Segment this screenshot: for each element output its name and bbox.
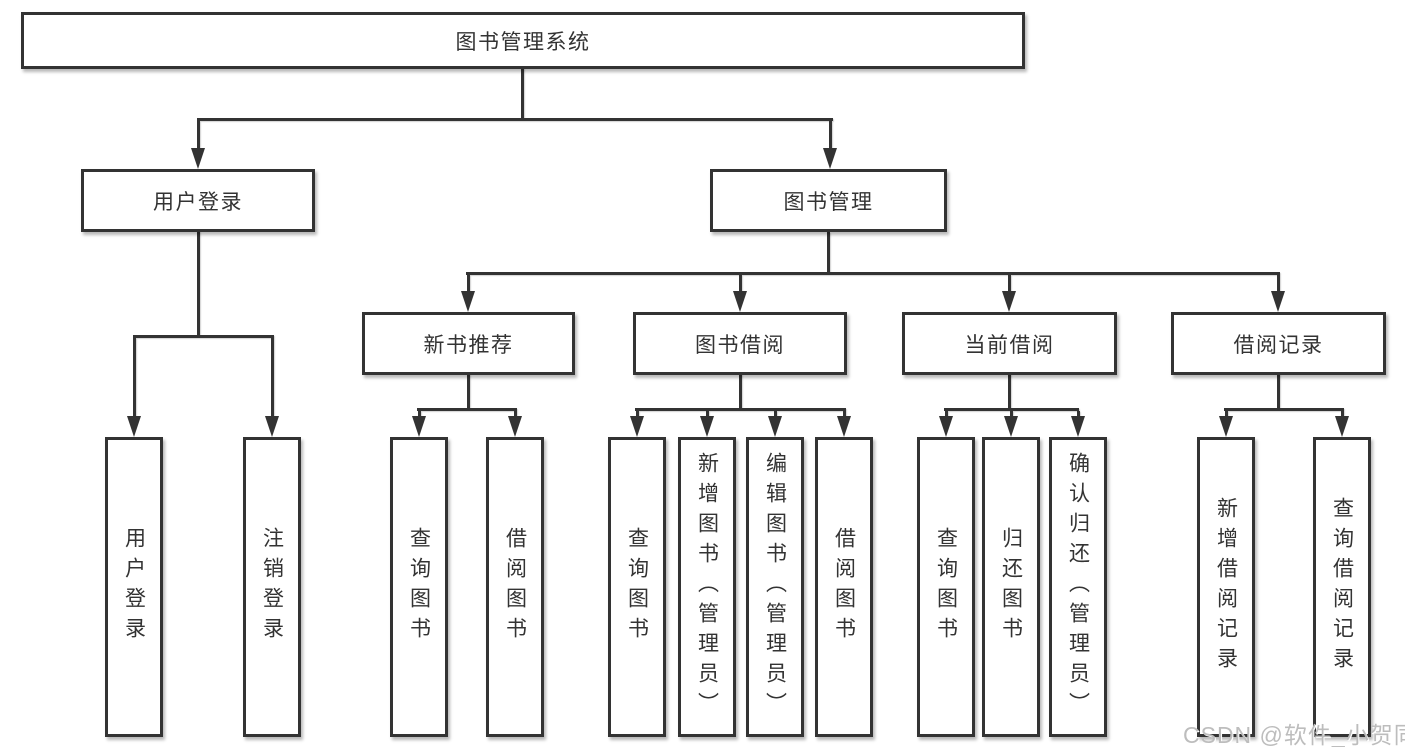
connector-line-h [944,408,1079,411]
connector-line-v [197,231,200,335]
connector-line-v [945,411,948,419]
connector-line-v [467,275,470,292]
node-label: 用户登录 [153,190,243,214]
connector-line-v [133,338,136,416]
node-book-management: 图书管理 [710,169,947,232]
connector-line-v [827,232,830,272]
connector-line-v [521,68,524,118]
arrow-down-icon [837,416,851,437]
arrow-down-icon [508,416,522,437]
arrow-down-icon [461,291,475,312]
node-leaf-query-borrow-record: 查询借阅记录 [1313,437,1371,737]
connector-line-h [635,408,846,411]
node-current-borrowing: 当前借阅 [902,312,1117,375]
node-label: 用户登录 [122,527,146,647]
arrow-down-icon [700,416,714,437]
connector-line-v [774,411,777,419]
connector-line-v [829,121,832,149]
node-label: 编辑图书（管理员） [763,452,787,722]
connector-line-v [739,374,742,408]
arrow-down-icon [630,416,644,437]
node-leaf-confirm-return-admin: 确认归还（管理员） [1049,437,1107,737]
csdn-watermark: CSDN @软件_小贺同学 [1183,722,1405,747]
arrow-down-icon [127,416,141,437]
node-label: 确认归还（管理员） [1066,452,1090,722]
node-label: 图书管理系统 [455,30,591,54]
connector-line-h [417,408,517,411]
node-leaf-borrow-books: 借阅图书 [815,437,873,737]
node-borrowing-records: 借阅记录 [1171,312,1386,375]
arrow-down-icon [823,148,837,169]
node-label: 借阅记录 [1233,333,1324,357]
node-leaf-query-books-recommend: 查询图书 [390,437,448,737]
node-leaf-borrow-books-recommend: 借阅图书 [486,437,544,737]
connector-line-v [636,411,639,419]
connector-line-h [133,335,274,338]
node-label: 查询图书 [407,527,431,647]
connector-line-v [843,411,846,419]
node-label: 新增图书（管理员） [695,452,719,722]
arrow-down-icon [939,416,953,437]
connector-line-v [1277,374,1280,408]
node-leaf-edit-book-admin: 编辑图书（管理员） [746,437,804,737]
node-leaf-query-books-borrowing: 查询图书 [608,437,666,737]
arrow-down-icon [1071,416,1085,437]
arrow-down-icon [1271,291,1285,312]
connector-line-v [197,121,200,149]
connector-line-v [271,338,274,416]
connector-line-h [1224,408,1344,411]
node-leaf-user-login: 用户登录 [105,437,163,737]
node-leaf-logout: 注销登录 [243,437,301,737]
connector-line-v [739,275,742,292]
connector-line-h [197,118,833,121]
node-leaf-query-books-current: 查询图书 [917,437,975,737]
node-leaf-add-borrow-record: 新增借阅记录 [1197,437,1255,737]
node-leaf-add-book-admin: 新增图书（管理员） [678,437,736,737]
node-label: 查询图书 [625,527,649,647]
arrow-down-icon [412,416,426,437]
node-library-management-system: 图书管理系统 [21,12,1025,69]
connector-line-v [514,411,517,419]
node-label: 归还图书 [999,527,1023,647]
connector-line-v [1341,411,1344,419]
connector-line-v [467,374,470,408]
node-label: 注销登录 [260,527,284,647]
node-label: 查询借阅记录 [1330,497,1354,677]
node-label: 图书借阅 [695,333,785,357]
arrow-down-icon [1219,416,1233,437]
node-label: 新书推荐 [423,333,514,357]
node-leaf-return-book: 归还图书 [982,437,1040,737]
connector-line-v [1010,411,1013,419]
arrow-down-icon [733,291,747,312]
arrow-down-icon [1002,291,1016,312]
node-new-book-recommendation: 新书推荐 [362,312,575,375]
node-label: 借阅图书 [503,527,527,647]
node-label: 新增借阅记录 [1214,497,1238,677]
arrow-down-icon [1335,416,1349,437]
node-label: 图书管理 [783,190,874,214]
connector-line-v [1225,411,1228,419]
arrow-down-icon [191,148,205,169]
arrow-down-icon [1004,416,1018,437]
connector-line-v [706,411,709,419]
connector-line-v [418,411,421,419]
node-label: 借阅图书 [832,527,856,647]
connector-line-v [1077,411,1080,419]
node-label: 当前借阅 [964,333,1055,357]
connector-line-v [1277,275,1280,292]
arrow-down-icon [265,416,279,437]
arrow-down-icon [768,416,782,437]
connector-line-h [466,272,1280,275]
node-user-login: 用户登录 [81,169,315,232]
connector-line-v [1008,275,1011,292]
node-book-borrowing: 图书借阅 [633,312,847,375]
connector-line-v [1008,374,1011,408]
node-label: 查询图书 [934,527,958,647]
